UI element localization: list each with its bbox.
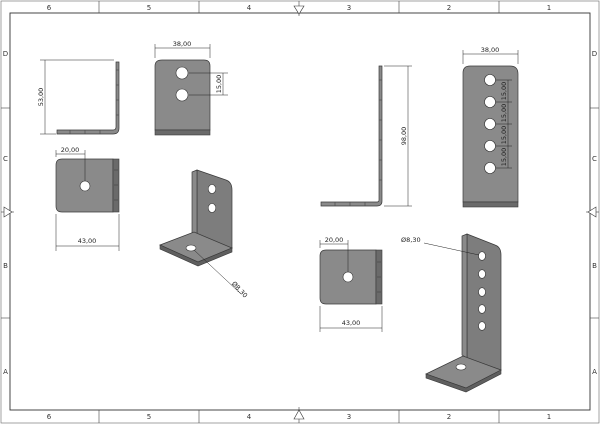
large-pitch-4-label: 15,00	[500, 148, 508, 167]
zone-col-1: 1	[547, 4, 551, 12]
zone-row-a: A	[3, 368, 8, 376]
large-pitch-1-label: 15,00	[500, 82, 508, 101]
zone-col-4-bottom: 4	[247, 413, 252, 421]
zone-labels-right: D C B A	[592, 50, 597, 376]
large-side-height-dimension: 98,00	[384, 65, 412, 207]
small-side-view	[56, 61, 120, 135]
small-side-height-label: 53,00	[37, 88, 45, 107]
zone-row-b-right: B	[592, 262, 597, 270]
small-top-hole-offset-dimension: 20,00	[55, 146, 86, 181]
small-top-view	[55, 158, 120, 213]
small-front-hole-pitch-dimension: 15,00	[189, 72, 228, 96]
center-mark-right	[586, 206, 599, 218]
large-isometric-view	[425, 233, 502, 393]
zone-col-3-bottom: 3	[347, 413, 351, 421]
large-front-view	[462, 65, 519, 208]
center-mark-left	[1, 206, 14, 218]
small-front-width-label: 38,00	[173, 40, 192, 48]
small-top-depth-label: 43,00	[78, 237, 97, 245]
zone-col-6-bottom: 6	[47, 413, 52, 421]
large-front-pitch-dimensions: 15,00 15,00 15,00 15,00	[496, 79, 512, 169]
zone-labels-left: D C B A	[3, 50, 8, 376]
zone-labels-bottom: 6 5 4 3 2 1	[47, 413, 551, 421]
zone-col-6: 6	[47, 4, 52, 12]
large-top-depth-label: 43,00	[342, 319, 361, 327]
zone-col-1-bottom: 1	[547, 413, 551, 421]
small-iso-hole-leader: Ø8,30	[193, 249, 249, 300]
large-top-hole-offset-label: 20,00	[325, 236, 344, 244]
small-top-depth-dimension: 43,00	[55, 214, 120, 251]
small-iso-hole-dia-label: Ø8,30	[230, 280, 249, 300]
zone-col-2-bottom: 2	[447, 413, 451, 421]
zone-col-5-bottom: 5	[147, 413, 151, 421]
zone-row-d-right: D	[592, 50, 597, 58]
small-front-view	[154, 59, 211, 136]
large-side-view	[320, 65, 383, 207]
large-top-hole-offset-dimension: 20,00	[319, 236, 349, 272]
large-iso-hole-leader: Ø8,30	[401, 236, 480, 256]
large-pitch-3-label: 15,00	[500, 126, 508, 145]
zone-col-2: 2	[447, 4, 451, 12]
zone-row-d: D	[3, 50, 8, 58]
zone-col-3: 3	[347, 4, 351, 12]
small-isometric-view	[159, 169, 233, 267]
large-top-depth-dimension: 43,00	[319, 306, 383, 332]
small-front-hole-pitch-label: 15,00	[215, 75, 223, 94]
center-mark-bottom	[293, 407, 305, 423]
zone-col-5: 5	[147, 4, 151, 12]
large-iso-hole-dia-label: Ø8,30	[401, 236, 421, 244]
large-side-height-label: 98,00	[400, 127, 408, 146]
large-pitch-2-label: 15,00	[500, 104, 508, 123]
small-front-width-dimension: 38,00	[154, 40, 211, 58]
center-mark-top	[293, 1, 305, 16]
large-top-view	[319, 249, 383, 305]
zone-row-c-right: C	[592, 155, 597, 163]
small-top-hole-offset-label: 20,00	[61, 146, 80, 154]
zone-col-4: 4	[247, 4, 252, 12]
zone-row-a-right: A	[592, 368, 597, 376]
zone-row-c: C	[3, 155, 8, 163]
large-front-width-label: 38,00	[481, 46, 500, 54]
zone-labels-top: 6 5 4 3 2 1	[47, 4, 551, 12]
small-side-height-dimension: 53,00	[37, 59, 114, 135]
zone-row-b: B	[3, 262, 8, 270]
large-front-width-dimension: 38,00	[462, 46, 519, 64]
